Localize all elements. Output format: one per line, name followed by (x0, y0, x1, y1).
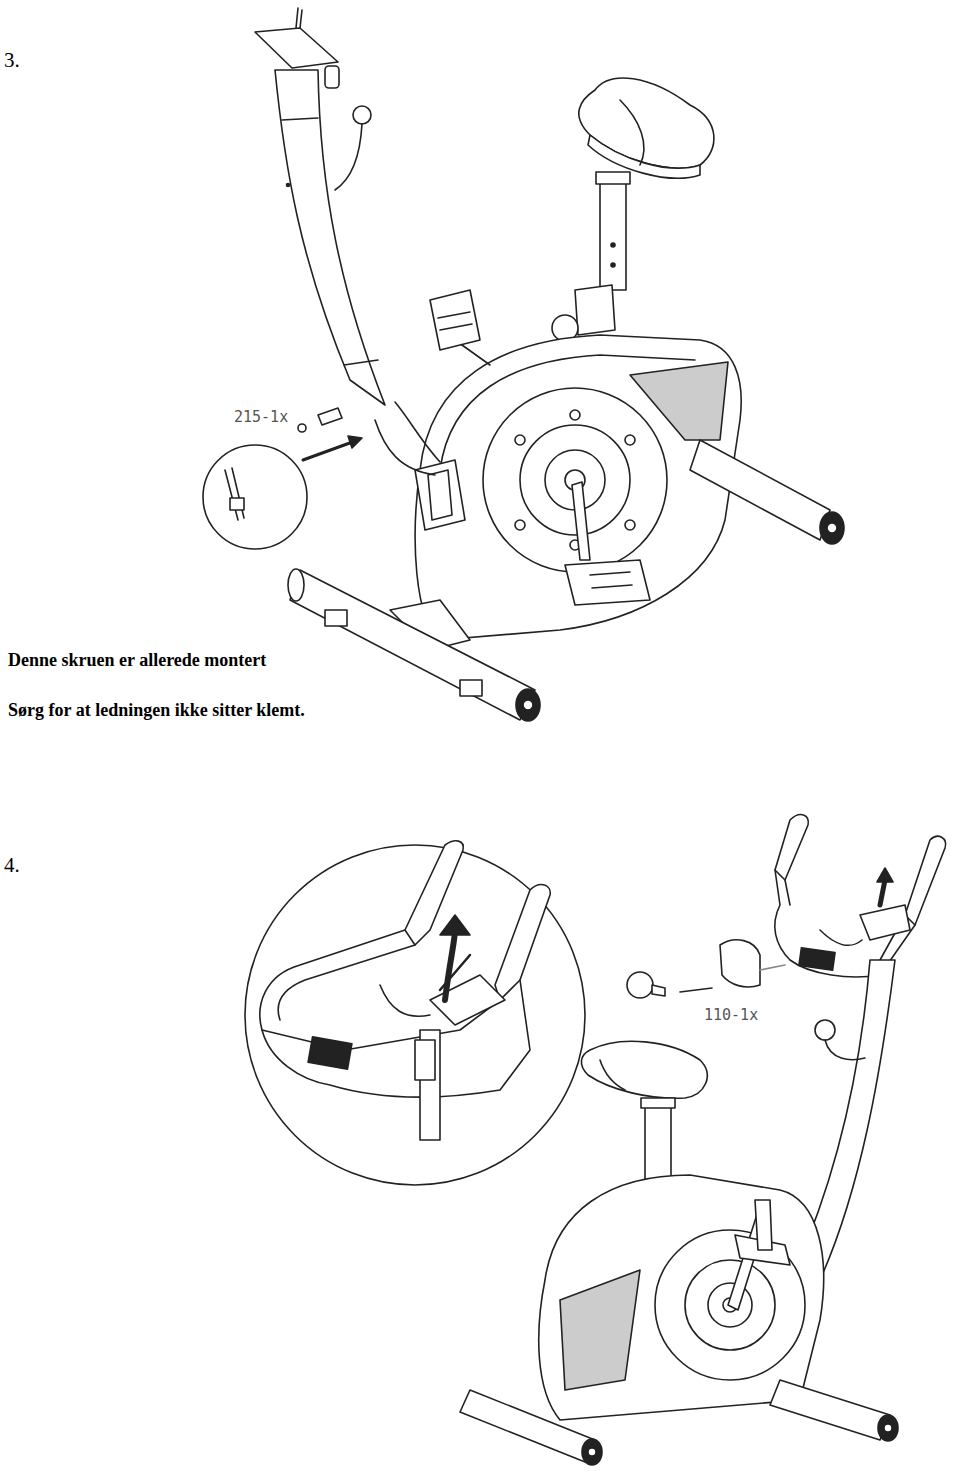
assembly-note: Denne skruen er allerede montert (8, 650, 266, 671)
part-callout: 215-1x (232, 408, 290, 426)
step-number: 4. (4, 853, 20, 878)
step4-bike (245, 815, 946, 1465)
assembly-note: Sørg for at ledningen ikke sitter klemt. (8, 700, 305, 721)
step-number: 3. (4, 48, 20, 73)
step3-bike (203, 8, 844, 721)
part-callout: 110-1x (702, 1006, 760, 1024)
